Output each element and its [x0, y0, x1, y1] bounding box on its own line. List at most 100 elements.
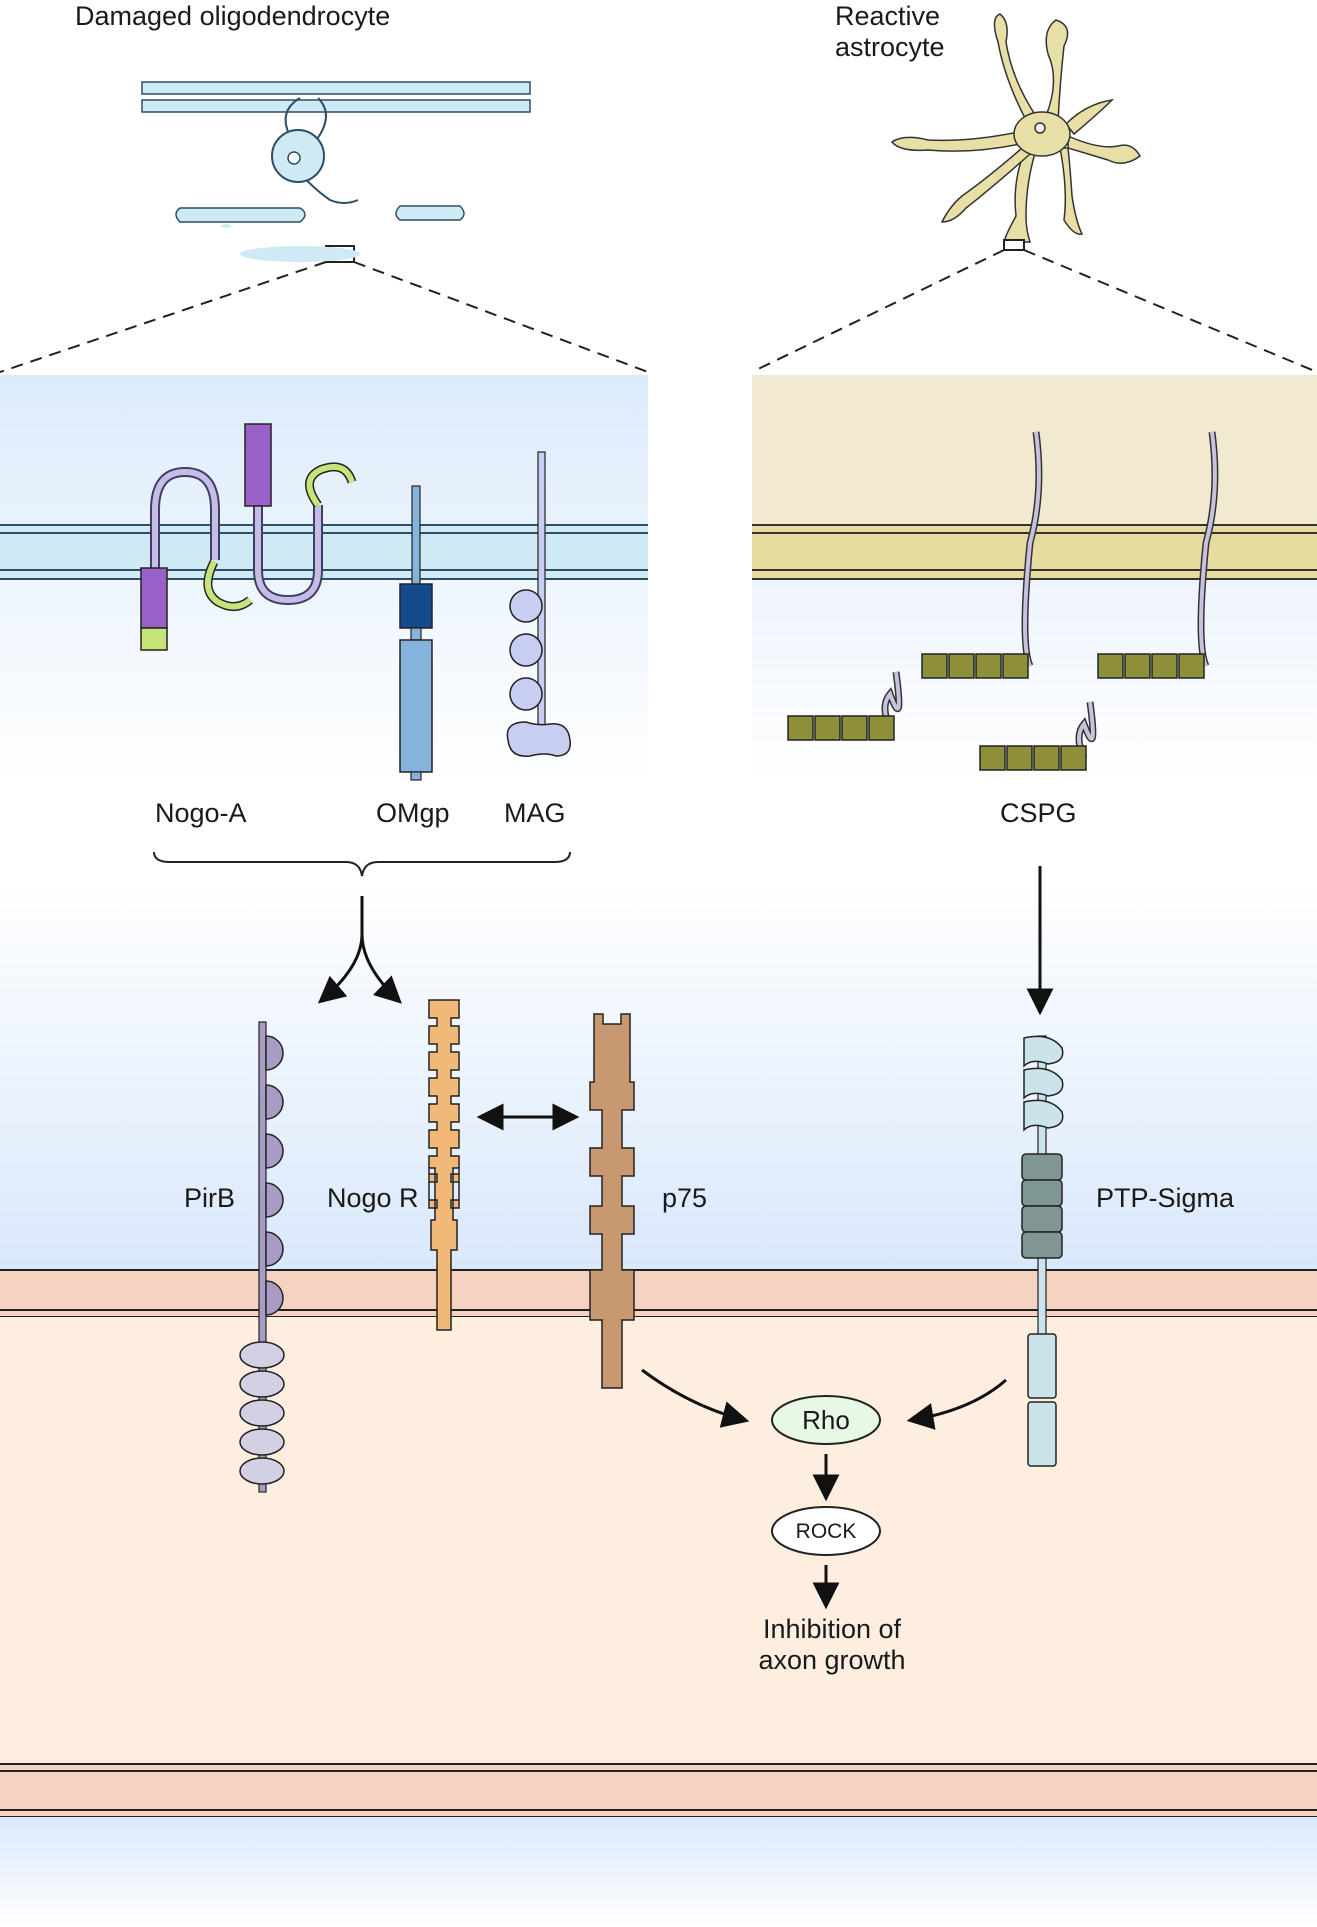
p75-label: p75: [662, 1183, 707, 1213]
pirb-receptor: [239, 1021, 285, 1493]
astrocyte-process: [1045, 19, 1069, 124]
cspg-chain: [1023, 431, 1041, 667]
mag-label: MAG: [504, 798, 566, 828]
astrocyte-process: [940, 147, 1032, 223]
nogo-r-receptor: [428, 999, 460, 1331]
ptp-sigma-fn-domain: [1021, 1179, 1063, 1207]
myelin-sheath: [220, 224, 232, 228]
cspg-core-domain: [1124, 653, 1151, 679]
omgp-protein: [399, 485, 433, 781]
pirb-ig-domain: [265, 1182, 284, 1218]
ptp-sigma-fn-domain: [1021, 1205, 1063, 1233]
pirb-cytoplasmic-domain: [239, 1370, 285, 1398]
zoom-region-marker: [1003, 239, 1025, 251]
zoom-line: [0, 261, 327, 373]
myelin-debris: [240, 246, 360, 262]
rho-node: [771, 1395, 881, 1445]
myelin-sheath: [141, 81, 531, 113]
pirb-cytoplasmic-domain: [239, 1399, 285, 1427]
mag-domain: [509, 677, 543, 711]
cspg-core-domain: [921, 653, 948, 679]
ptp-sigma-phosphatase-domain: [1027, 1401, 1057, 1467]
p75-body: [589, 1013, 635, 1389]
astrocyte-process: [1067, 134, 1141, 164]
ligand-brace: [153, 851, 571, 877]
cspg-core-domain: [1151, 653, 1178, 679]
mag-domain: [509, 589, 543, 623]
cspg-chain: [1199, 431, 1217, 667]
p75-to-rho-arrow: [641, 1368, 750, 1428]
rock-label: ROCK: [796, 1520, 857, 1543]
p75-receptor: [589, 1013, 635, 1389]
pirb-ig-domain: [265, 1133, 284, 1169]
ptp-sigma-phosphatase-domain: [1027, 1333, 1057, 1399]
cspg-label: CSPG: [1000, 798, 1077, 828]
axoplasm: [0, 1317, 1317, 1764]
oligodendrocyte-nucleus: [287, 151, 301, 165]
zoom-line: [353, 261, 649, 373]
cspg-core-domain: [975, 653, 1002, 679]
cspg-molecules: [787, 431, 1219, 771]
astrocyte-cell: [890, 13, 1141, 251]
myelin-sheath: [395, 205, 465, 221]
omgp-stalk: [410, 771, 422, 781]
cspg-core-domain: [1006, 745, 1033, 771]
omgp-domain: [399, 583, 433, 629]
nogo-a-domain: [140, 567, 168, 629]
ptp-sigma-fn-domain: [1021, 1153, 1063, 1181]
mag-domain: [509, 633, 543, 667]
oligodendrocyte-label: Damaged oligodendrocyte: [75, 1, 390, 31]
cspg-core-domain: [841, 715, 868, 741]
pirb-cytoplasmic-domain: [239, 1428, 285, 1456]
nogo-a-tail: [140, 627, 168, 651]
nogo-a-loop: [255, 505, 321, 604]
rock-node: [771, 1506, 881, 1556]
nogo-a-domain: [244, 423, 272, 507]
ptp-sigma-domain: [1023, 1067, 1064, 1100]
zoom-line: [1023, 249, 1317, 373]
pirb-ig-domain: [265, 1231, 284, 1267]
ptp-sigma-receptor: [1021, 1035, 1064, 1467]
cspg-core-domain: [1002, 653, 1029, 679]
nogo-a-protein: [140, 423, 357, 651]
pirb-cytoplasmic-domain: [239, 1341, 285, 1369]
myelin-sheath: [175, 207, 306, 223]
astrocyte-process: [1003, 147, 1037, 243]
ptp-sigma-label: PTP-Sigma: [1096, 1183, 1235, 1213]
pirb-ig-domain: [265, 1084, 284, 1120]
pirb-cytoplasmic-domain: [239, 1457, 285, 1485]
pirb-label: PirB: [184, 1183, 235, 1213]
mag-protein: [506, 451, 571, 757]
omgp-domain: [399, 639, 433, 773]
astrocyte-soma: [1013, 111, 1071, 157]
mag-domain: [506, 721, 571, 757]
cspg-core-domain: [1097, 653, 1124, 679]
cspg-core-domain: [948, 653, 975, 679]
cspg-core-domain: [1178, 653, 1205, 679]
nogo-a-loop: [152, 468, 218, 570]
ptp-to-rho-arrow: [906, 1378, 1007, 1430]
nogo-a-tail: [306, 464, 355, 507]
omgp-stalk: [410, 627, 422, 641]
zoom-line: [751, 249, 1005, 373]
nogo-a-tail: [205, 560, 252, 610]
omgp-stalk: [411, 485, 421, 587]
astrocyte-process: [1064, 98, 1115, 136]
axon-membrane-bottom: [0, 1764, 1317, 1817]
cspg-core-domain: [1060, 745, 1087, 771]
ptp-sigma-domain: [1023, 1035, 1064, 1068]
astrocyte-process: [993, 13, 1038, 121]
cspg-core-domain: [979, 745, 1006, 771]
cspg-core-domain: [787, 715, 814, 741]
cspg-core-domain: [814, 715, 841, 741]
pirb-ig-domain: [265, 1035, 284, 1071]
nogo-r-body: [428, 999, 460, 1331]
ptp-sigma-fn-domain: [1021, 1231, 1063, 1259]
nogo-r-label: Nogo R: [327, 1183, 419, 1213]
astrocyte-nucleus: [1034, 122, 1046, 134]
omgp-label: OMgp: [376, 798, 450, 828]
cspg-core-domain: [868, 715, 895, 741]
